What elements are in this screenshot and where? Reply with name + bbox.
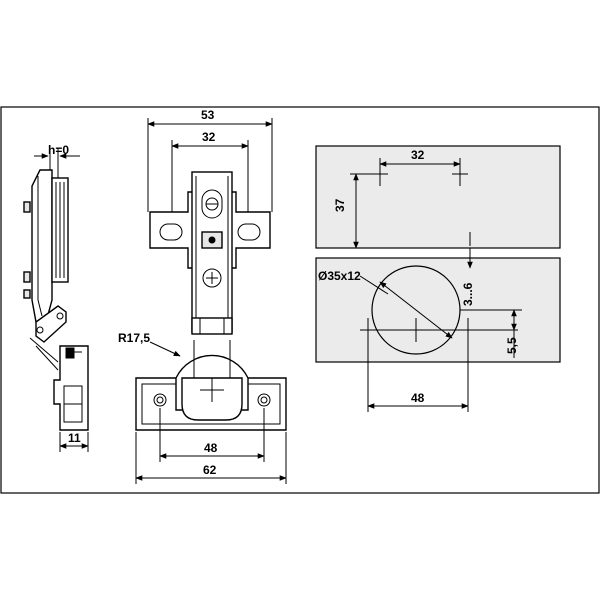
side-width-label: 11: [68, 431, 81, 445]
base-width-label: 62: [203, 463, 217, 477]
radius-label: R17,5: [118, 331, 150, 345]
cup-hole-spacing-label: 48: [411, 391, 425, 405]
side-gap-label: h=0: [48, 143, 69, 157]
drawing-frame: [0, 106, 600, 494]
side-view: h=0 11: [23, 143, 89, 452]
base-holes-label: 48: [204, 441, 218, 455]
panel-height-label: 37: [333, 198, 347, 212]
edge-distance-label: 3...6: [461, 282, 475, 306]
drilling-pattern: 32 37 Ø35x12 3...6 5,5: [315, 145, 561, 412]
top-width-label: 53: [201, 108, 215, 122]
panel-holes-label: 32: [411, 148, 425, 162]
cup-diameter-label: Ø35x12: [318, 269, 361, 283]
front-view: 53 32: [118, 108, 287, 484]
cup-offset-label: 5,5: [505, 337, 519, 354]
cabinet-panel: [315, 145, 561, 249]
top-holes-label: 32: [202, 130, 216, 144]
